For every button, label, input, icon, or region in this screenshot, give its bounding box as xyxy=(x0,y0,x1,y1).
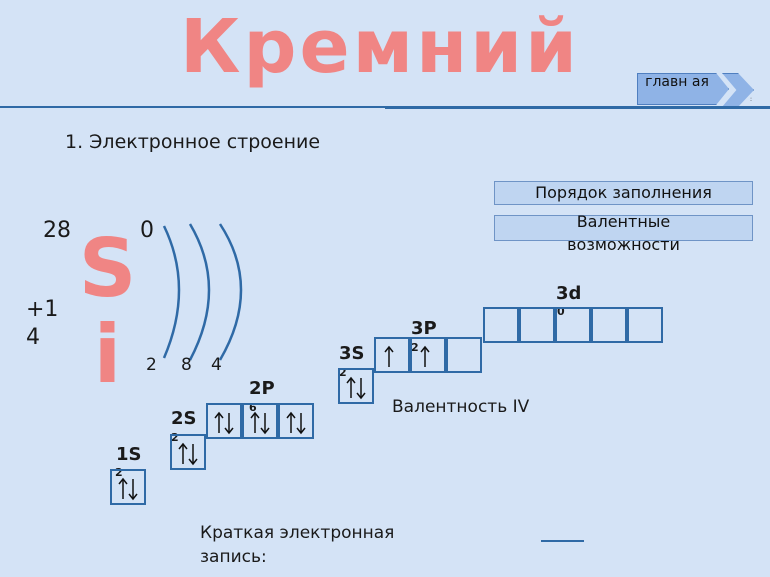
orbital-cell xyxy=(519,307,555,343)
spin-up-arrow xyxy=(250,411,260,433)
short-notation-label: Краткая электронная запись: xyxy=(200,523,395,567)
orbital-cell xyxy=(338,368,374,404)
spin-down-arrow xyxy=(296,413,306,435)
charge-top: 0 xyxy=(140,218,154,243)
home-button-label: главн ая xyxy=(645,74,709,90)
orbital-label-1s: 1S xyxy=(116,444,142,465)
spin-down-arrow xyxy=(356,378,366,400)
valence-options-button[interactable]: Валентные возможности xyxy=(494,212,753,254)
orbital-cell xyxy=(555,307,591,343)
spin-up-arrow xyxy=(118,477,128,499)
orbital-label-3p: 3P xyxy=(411,318,437,339)
header-divider xyxy=(0,106,770,108)
shell-arc-3 xyxy=(218,223,243,361)
valence-text: Валентность IV xyxy=(392,397,530,417)
shell-count-1: 2 xyxy=(146,355,157,375)
orbital-cell xyxy=(591,307,627,343)
spin-up-arrow xyxy=(384,345,394,367)
home-button[interactable]: главн ая xyxy=(637,73,729,105)
spin-down-arrow xyxy=(224,413,234,435)
orbital-label-2s: 2S xyxy=(171,408,197,429)
orbital-sup-3p: 2 xyxy=(411,341,419,354)
valence-options-label: Валентные возможности xyxy=(567,212,680,254)
orbital-cell xyxy=(627,307,663,343)
orbital-cell xyxy=(206,403,242,439)
spin-up-arrow xyxy=(286,411,296,433)
fill-order-label: Порядок заполнения xyxy=(535,183,712,202)
orbital-cell xyxy=(446,337,482,373)
orbital-label-2p: 2P xyxy=(249,378,275,399)
spin-down-arrow xyxy=(260,413,270,435)
nav-dots: : xyxy=(750,96,753,103)
orbital-sup-2p: 6 xyxy=(249,401,257,414)
orbital-label-3d: 3d xyxy=(556,283,582,304)
shell-arc-1 xyxy=(162,225,181,359)
orbital-cell xyxy=(110,469,146,505)
orbital-sup-1s: 2 xyxy=(115,466,123,479)
fill-order-button[interactable]: Порядок заполнения xyxy=(494,181,753,205)
orbital-sup-3s: 2 xyxy=(339,366,347,379)
spin-up-arrow xyxy=(214,411,224,433)
orbital-label-3s: 3S xyxy=(339,343,365,364)
orbital-cell xyxy=(278,403,314,439)
page-title: Кремний xyxy=(180,4,580,90)
orbital-sup-2s: 2 xyxy=(171,431,179,444)
spin-up-arrow xyxy=(346,376,356,398)
spin-up-arrow xyxy=(420,345,430,367)
spin-down-arrow xyxy=(188,444,198,466)
element-symbol: Si xyxy=(78,222,137,401)
shell-arc-2 xyxy=(188,223,211,361)
orbital-cell xyxy=(483,307,519,343)
orbital-sup-3d: 0 xyxy=(557,305,565,318)
spin-down-arrow xyxy=(128,479,138,501)
shell-count-2: 8 xyxy=(181,355,192,375)
section-heading: 1. Электронное строение xyxy=(65,131,321,153)
electron-shells xyxy=(162,223,243,361)
mass-number: 28 xyxy=(43,218,71,243)
header-divider-secondary xyxy=(385,108,770,109)
orbital-cell xyxy=(374,337,410,373)
orbital-cell xyxy=(242,403,278,439)
spin-up-arrow xyxy=(178,442,188,464)
nuclear-charge: +1 4 xyxy=(26,297,59,350)
orbital-cell xyxy=(410,337,446,373)
shell-count-3: 4 xyxy=(211,355,222,375)
orbital-cell xyxy=(170,434,206,470)
short-notation-underline xyxy=(541,540,584,542)
